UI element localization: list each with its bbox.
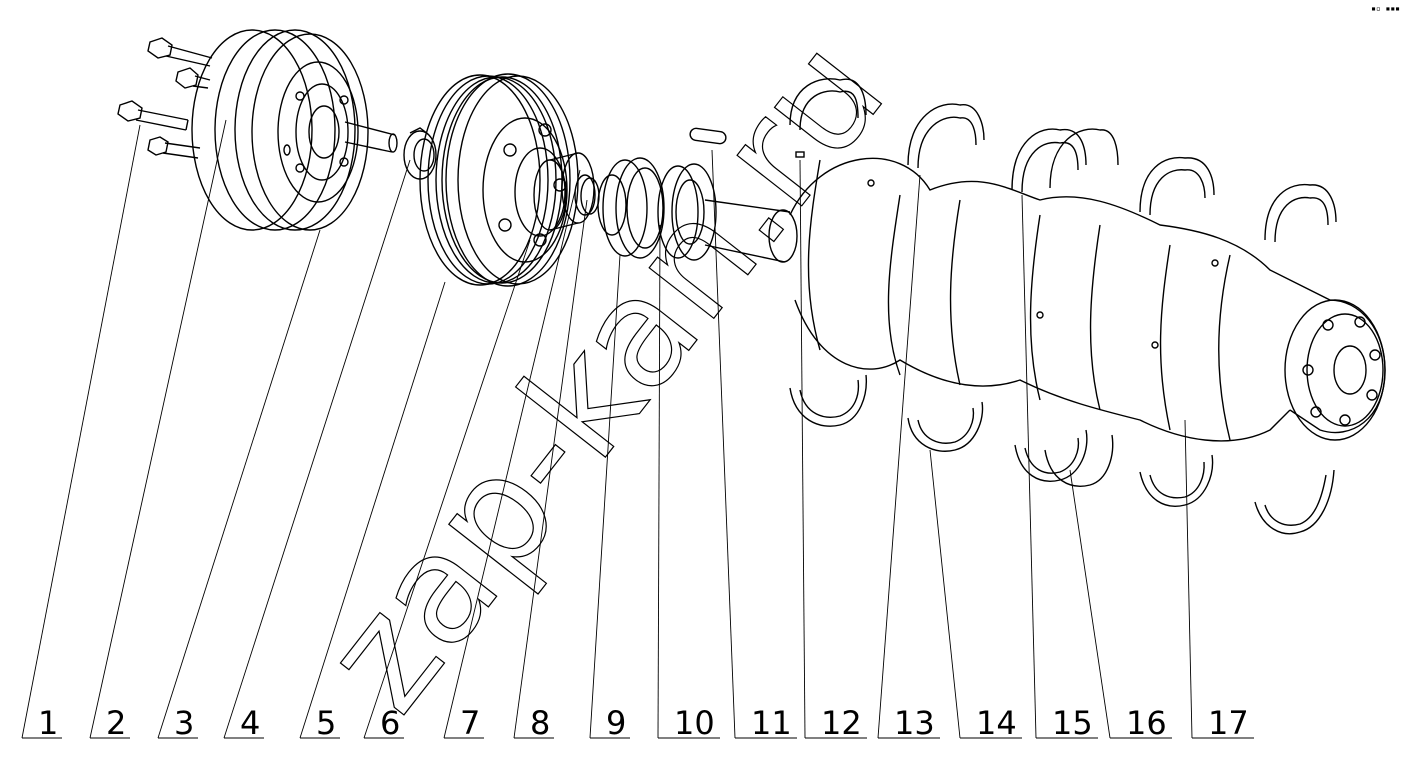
callout-label: 3: [174, 704, 194, 742]
bearing-shell: [1254, 469, 1335, 535]
callout-label: 11: [751, 704, 792, 742]
callout-label: 1: [38, 704, 58, 742]
callout-1: 1: [22, 704, 62, 742]
bolt: [117, 100, 189, 131]
callout-16: 16: [1110, 704, 1172, 742]
callout-label: 13: [894, 704, 935, 742]
callout-15: 15: [1036, 704, 1098, 742]
dowel-pin: [795, 151, 805, 158]
callout-17: 17: [1192, 704, 1254, 742]
bearing-shell: [789, 374, 867, 427]
callout-label: 10: [674, 704, 715, 742]
watermark: zap-kan.ru: [291, 7, 919, 742]
callout-8: 8: [514, 704, 554, 742]
callout-10: 10: [658, 704, 720, 742]
crankshaft: [704, 157, 1386, 442]
callout-5: 5: [300, 704, 340, 742]
upper-bearing-shells: [789, 78, 1337, 243]
callout-label: 16: [1126, 704, 1167, 742]
bearing-shell: [907, 103, 985, 169]
callout-7: 7: [444, 704, 484, 742]
bolt: [147, 37, 213, 67]
bearing-shell: [1139, 156, 1215, 216]
bolts: [117, 37, 213, 159]
watermark-text: zap-kan.ru: [291, 8, 918, 742]
main-pulley: [419, 73, 579, 287]
callout-label: 5: [316, 704, 336, 742]
callout-9: 9: [590, 704, 630, 742]
bearing-shell: [1049, 128, 1119, 189]
callout-label: 14: [976, 704, 1017, 742]
bearing-shell: [907, 401, 984, 452]
bearing-shell: [789, 78, 867, 131]
callout-3: 3: [158, 704, 198, 742]
bearing-shell: [1264, 183, 1337, 243]
bearing-shell: [1139, 454, 1214, 507]
callout-label: 2: [106, 704, 126, 742]
callout-4: 4: [224, 704, 264, 742]
leader-lines: [21, 119, 1193, 739]
callout-2: 2: [90, 704, 130, 742]
outer-pulley: [191, 29, 398, 231]
callout-label: 12: [821, 704, 862, 742]
callout-label: 8: [530, 704, 550, 742]
bearing-shell: [1011, 128, 1087, 193]
bolt: [175, 67, 211, 89]
callout-11: 11: [735, 704, 797, 742]
callout-label: 7: [460, 704, 480, 742]
seal-sleeve: [533, 152, 600, 231]
corner-mark: ▪▫ ▪▪▪: [1371, 4, 1400, 13]
callout-label: 4: [240, 704, 260, 742]
oil-pump-gear: [657, 163, 717, 261]
callout-label: 9: [606, 704, 626, 742]
callout-label: 17: [1208, 704, 1249, 742]
bearing-shell: [1044, 434, 1114, 487]
woodruff-key: [689, 127, 727, 145]
lower-bearing-shells: [789, 374, 1335, 535]
timing-gear: [597, 157, 665, 259]
callout-14: 14: [960, 704, 1022, 742]
callout-13: 13: [878, 704, 940, 742]
callout-12: 12: [805, 704, 867, 742]
callout-label: 15: [1052, 704, 1093, 742]
bearing-shell: [1014, 429, 1088, 482]
callout-label: 6: [380, 704, 400, 742]
callout-6: 6: [364, 704, 404, 742]
bolt: [147, 136, 201, 159]
